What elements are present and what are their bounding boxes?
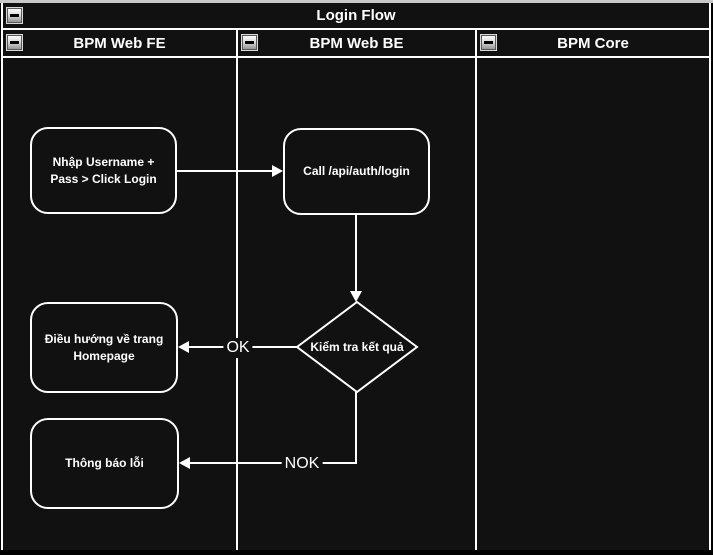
node-label: Call /api/auth/login [303, 164, 410, 179]
minus-icon [10, 14, 19, 17]
arrowhead-left-icon [179, 457, 190, 469]
edge-input-to-call [177, 170, 273, 172]
node-label: Điều hướng về trang Homepage [44, 332, 164, 363]
node-check-result[interactable]: Kiểm tra kết quả [293, 298, 421, 396]
lane-header-row: BPM Web FE BPM Web BE BPM Core [3, 30, 709, 58]
minus-icon [10, 41, 19, 44]
lane-label: BPM Core [557, 34, 629, 52]
lane-body-bpm-web-fe [3, 58, 238, 550]
node-redirect-homepage[interactable]: Điều hướng về trang Homepage [30, 302, 178, 393]
lane-label: BPM Web FE [73, 34, 166, 52]
edge-label-nok[interactable]: NOK [281, 454, 323, 474]
lane-be-collapse-button[interactable] [242, 35, 257, 50]
lane-body-bpm-web-be [238, 58, 477, 550]
node-show-error[interactable]: Thông báo lỗi [30, 418, 179, 509]
lane-header-bpm-web-be[interactable]: BPM Web BE [238, 30, 477, 56]
arrowhead-left-icon [178, 341, 189, 353]
arrowhead-right-icon [272, 165, 283, 177]
edge-nok-horizontal [190, 462, 357, 464]
lane-header-bpm-core[interactable]: BPM Core [477, 30, 709, 56]
node-label: Thông báo lỗi [65, 456, 144, 471]
minus-icon [245, 41, 254, 44]
pool-title-bar[interactable]: Login Flow [3, 3, 709, 30]
lane-core-collapse-button[interactable] [481, 35, 496, 50]
pool-title: Login Flow [316, 7, 396, 24]
edge-call-to-check [355, 215, 357, 292]
edge-nok-vertical [355, 392, 357, 464]
lane-header-bpm-web-fe[interactable]: BPM Web FE [3, 30, 238, 56]
minus-icon [484, 41, 493, 44]
node-label: Nhập Username + Pass > Click Login [50, 155, 157, 186]
top-edge-strip [0, 0, 713, 3]
lane-body-row [3, 58, 709, 550]
lane-label: BPM Web BE [309, 34, 404, 52]
diamond-shape [295, 300, 419, 394]
pool-collapse-button[interactable] [7, 8, 22, 23]
node-input-credentials[interactable]: Nhập Username + Pass > Click Login [30, 127, 177, 214]
node-label: Kiểm tra kết quả [310, 340, 404, 354]
lane-fe-collapse-button[interactable] [7, 35, 22, 50]
arrowhead-down-icon [350, 291, 362, 302]
edge-label-ok[interactable]: OK [223, 338, 253, 358]
node-call-login-api[interactable]: Call /api/auth/login [283, 128, 430, 215]
